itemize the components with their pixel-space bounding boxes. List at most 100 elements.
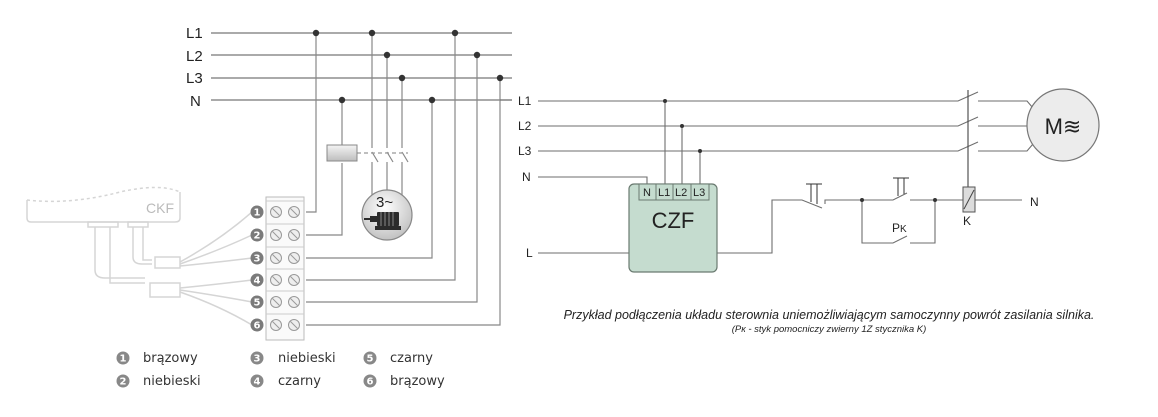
- czf-label: CZF: [652, 208, 695, 233]
- legend-label: czarny: [390, 351, 433, 366]
- rbus-label-l2: L2: [518, 119, 532, 133]
- czf-terminal-l2: L2: [675, 187, 687, 199]
- rbus-label-l1: L1: [518, 94, 532, 108]
- legend-num: 2: [120, 377, 127, 388]
- terminal-row-5: 5: [250, 290, 304, 309]
- junction-dot: [698, 149, 702, 153]
- start-pushbutton-icon: [893, 177, 909, 196]
- junction-dot: [663, 99, 667, 103]
- terminal-badge: [250, 205, 264, 219]
- czf-module: N L1 L2 L3 CZF: [628, 183, 718, 273]
- wire-t3: [306, 100, 433, 259]
- terminal-badge: [250, 273, 264, 287]
- pole-switch-1: [371, 151, 379, 163]
- junction-dot: [496, 74, 504, 82]
- motor-3phase-label: 3~: [376, 194, 393, 211]
- junction-dot: [933, 198, 937, 202]
- caption-main: Przykład podłączenia układu sterownia un…: [563, 308, 1095, 322]
- wire-t1: [306, 33, 317, 213]
- legend-label: brązowy: [143, 351, 198, 366]
- pole-switch-2: [386, 151, 394, 163]
- terminal-row-4: 4: [250, 268, 304, 287]
- terminal-row-2: 2: [250, 223, 304, 242]
- contactor-coil: [326, 144, 358, 162]
- right-diagram: L1 L2 L3 N L: [500, 88, 1100, 273]
- legend-label: niebieski: [143, 374, 201, 389]
- caption-sub: (Pк - styk pomocniczy zwierny 1Z styczni…: [731, 324, 927, 335]
- junction-dot: [383, 51, 391, 59]
- junction-dot: [473, 51, 481, 59]
- motor-3phase-icon: 3~: [361, 189, 413, 241]
- czf-terminal-l1: L1: [658, 187, 670, 199]
- junction-dot: [368, 29, 376, 37]
- terminal-row-3: 3: [250, 246, 304, 265]
- legend-label: niebieski: [278, 351, 336, 366]
- legend-label: czarny: [278, 374, 321, 389]
- czf-terminal-l3: L3: [693, 187, 705, 199]
- left-wiring: [306, 33, 501, 326]
- bus-label-l1: L1: [186, 25, 203, 42]
- rbus-label-n: N: [522, 170, 531, 184]
- legend-num: 5: [367, 354, 374, 365]
- legend-item-5: 5 czarny: [363, 351, 433, 366]
- legend-item-6: 6 brązowy: [363, 374, 445, 389]
- wire-t2: [306, 163, 343, 236]
- motor-label: M≋: [1045, 114, 1082, 139]
- terminal-number: 2: [254, 231, 261, 242]
- bus-label-l3: L3: [186, 70, 203, 87]
- wire-color-legend: 1 brązowy 2 niebieski 3 niebieski 4 czar…: [116, 351, 445, 389]
- ckf-controller: [26, 186, 253, 326]
- terminal-badge: [250, 251, 264, 265]
- legend-num: 1: [120, 354, 127, 365]
- legend-item-1: 1 brązowy: [116, 351, 198, 366]
- terminal-number: 1: [254, 208, 261, 219]
- legend-item-2: 2 niebieski: [116, 374, 201, 389]
- junction-dot: [451, 29, 459, 37]
- terminal-badge: [250, 318, 264, 332]
- motor-icon: [1026, 88, 1100, 162]
- left-bus-lines: [211, 32, 512, 101]
- wire-t5: [306, 55, 478, 303]
- junction-dot: [338, 96, 346, 104]
- junction-dot: [680, 124, 684, 128]
- legend-num: 4: [254, 377, 261, 388]
- junction-dot: [860, 198, 864, 202]
- stop-pushbutton-icon: [806, 183, 822, 204]
- czf-terminal-n: N: [643, 187, 651, 199]
- wire-t6: [306, 78, 501, 326]
- aux-contact-main: P: [892, 221, 900, 235]
- legend-item-3: 3 niebieski: [250, 351, 336, 366]
- pole-switch-3: [401, 151, 409, 163]
- rbus-label-l: L: [526, 246, 533, 260]
- terminal-number: 6: [254, 321, 261, 332]
- legend-label: brązowy: [390, 374, 445, 389]
- terminal-row-6: 6: [250, 313, 304, 332]
- legend-num: 6: [367, 377, 374, 388]
- neutral-out-label: N: [1030, 195, 1039, 209]
- legend-item-4: 4 czarny: [250, 374, 321, 389]
- junction-dot: [312, 29, 320, 37]
- left-diagram: L1 L2 L3 N: [26, 25, 512, 389]
- junction-dot: [398, 74, 406, 82]
- legend-num: 3: [254, 354, 261, 365]
- right-junction-dots: [663, 99, 937, 202]
- ckf-label: CKF: [146, 200, 174, 216]
- junction-dot: [428, 96, 436, 104]
- bus-label-l2: L2: [186, 48, 203, 65]
- left-junction-dots: [312, 29, 504, 104]
- right-wiring: [500, 90, 1034, 254]
- aux-contact-label: PK: [892, 221, 907, 235]
- terminal-number: 3: [254, 254, 261, 265]
- coil-label-k: K: [963, 214, 971, 228]
- terminal-number: 5: [254, 298, 261, 309]
- rbus-label-l3: L3: [518, 144, 532, 158]
- terminal-number: 4: [254, 276, 261, 287]
- terminal-block: 1 2 3 4 5 6: [250, 196, 305, 341]
- terminal-badge: [250, 228, 264, 242]
- bus-label-n: N: [190, 93, 201, 110]
- terminal-badge: [250, 295, 264, 309]
- wire-t4: [306, 33, 456, 281]
- aux-contact-sub: K: [900, 224, 907, 235]
